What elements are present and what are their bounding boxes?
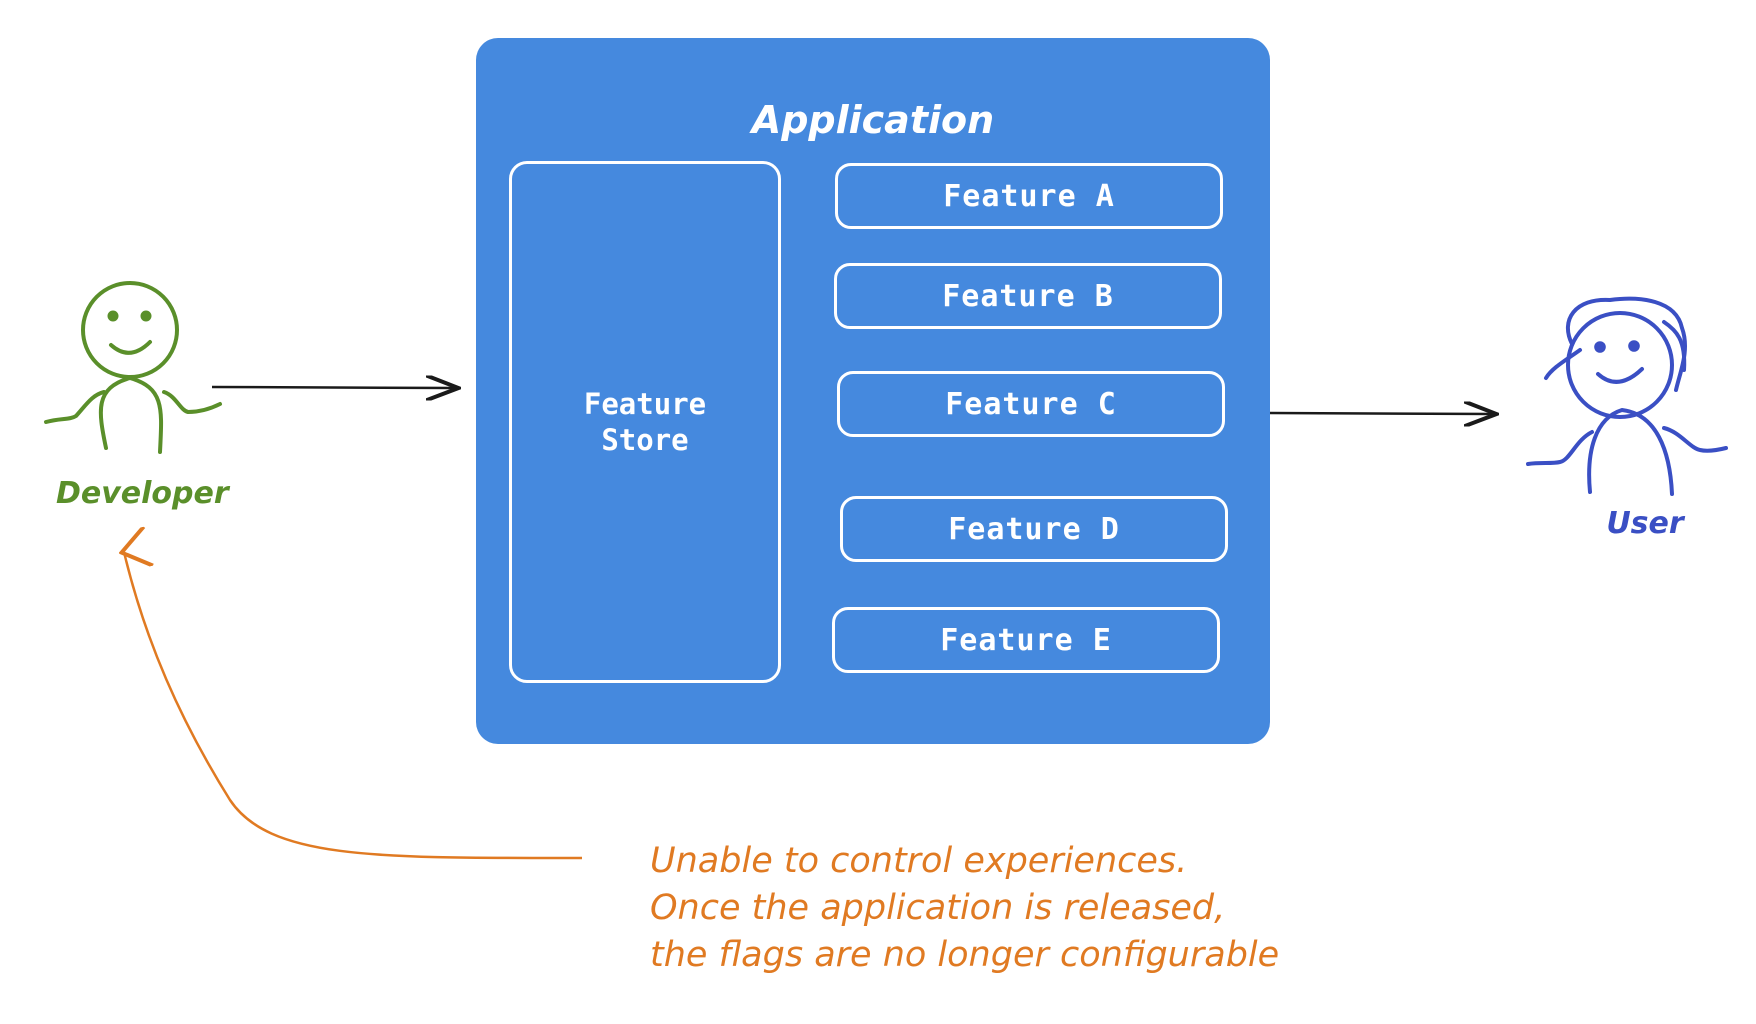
- feature-store-box: Feature Store: [509, 161, 781, 683]
- note-line-1: Unable to control experiences.: [650, 841, 1188, 881]
- note-line-2: Once the application is released,: [650, 888, 1226, 928]
- dev-to-app-arrow: [211, 387, 456, 388]
- feature-box-e: Feature E: [832, 607, 1220, 673]
- feature-box-b: Feature B: [834, 263, 1222, 329]
- feature-box-d: Feature D: [840, 496, 1228, 562]
- app-to-user-arrow: [1269, 413, 1494, 414]
- developer-label: Developer: [56, 476, 229, 511]
- user-figure: [1526, 296, 1728, 496]
- problem-note: Unable to control experiences. Once the …: [650, 838, 1370, 979]
- feature-box-c: Feature C: [837, 371, 1225, 437]
- feature-box-a: Feature A: [835, 163, 1223, 229]
- feedback-arrow: [124, 552, 583, 860]
- application-container: Application: [476, 38, 1270, 744]
- user-label: User: [1606, 506, 1684, 541]
- feature-store-label: Feature Store: [583, 387, 707, 457]
- application-title: Application: [751, 98, 995, 142]
- note-line-3: the flags are no longer configurable: [650, 935, 1280, 975]
- developer-figure: [44, 281, 222, 454]
